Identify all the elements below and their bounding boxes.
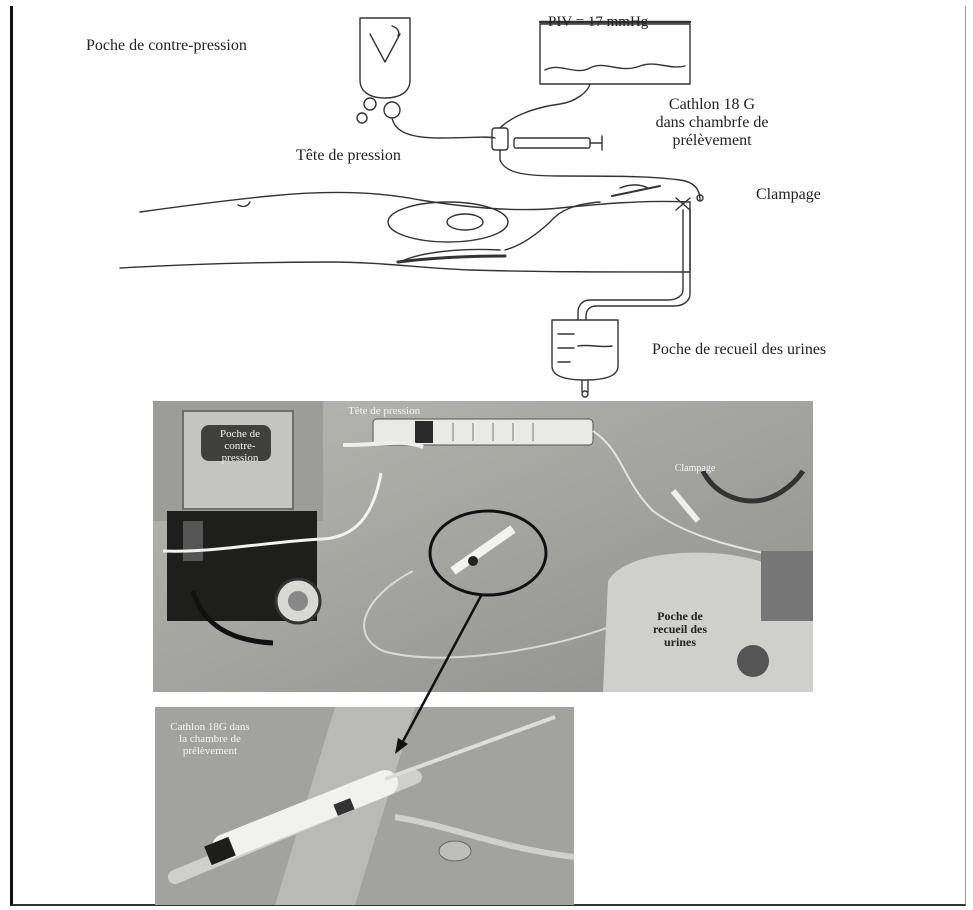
patient-outline xyxy=(140,193,690,212)
syringe-icon xyxy=(514,138,590,148)
pressure-head-icon xyxy=(492,128,508,150)
photo-label-pressure-head: Tête de pression xyxy=(348,405,468,417)
bladder-icon xyxy=(388,202,508,242)
label-catheter: Cathlon 18 G dans chambrfe de prélèvemen… xyxy=(634,96,790,150)
setup-line-drawing xyxy=(0,0,973,400)
photo-label-clamping: Clampage xyxy=(660,463,730,475)
pressure-monitor-icon xyxy=(540,24,690,84)
urine-bag-icon xyxy=(552,320,618,380)
photo-label-counter-pressure-bag: Poche de contre- pression xyxy=(200,428,280,464)
photo-syringe xyxy=(373,419,593,445)
counter-pressure-bag-icon xyxy=(360,18,410,98)
photo-label-catheter: Cathlon 18G dans la chambre de prélèveme… xyxy=(160,721,260,757)
photo-label-urine-bag: Poche de recueil des urines xyxy=(640,610,720,649)
clamp-icon xyxy=(676,198,690,210)
label-urine-bag: Poche de recueil des urines xyxy=(652,341,826,359)
label-counter-pressure-bag: Poche de contre-pression xyxy=(86,37,247,55)
label-clamping: Clampage xyxy=(756,186,821,204)
label-pressure-head: Tête de pression xyxy=(296,147,401,165)
piv-readout: PIV = 17 mmHg xyxy=(548,13,648,31)
